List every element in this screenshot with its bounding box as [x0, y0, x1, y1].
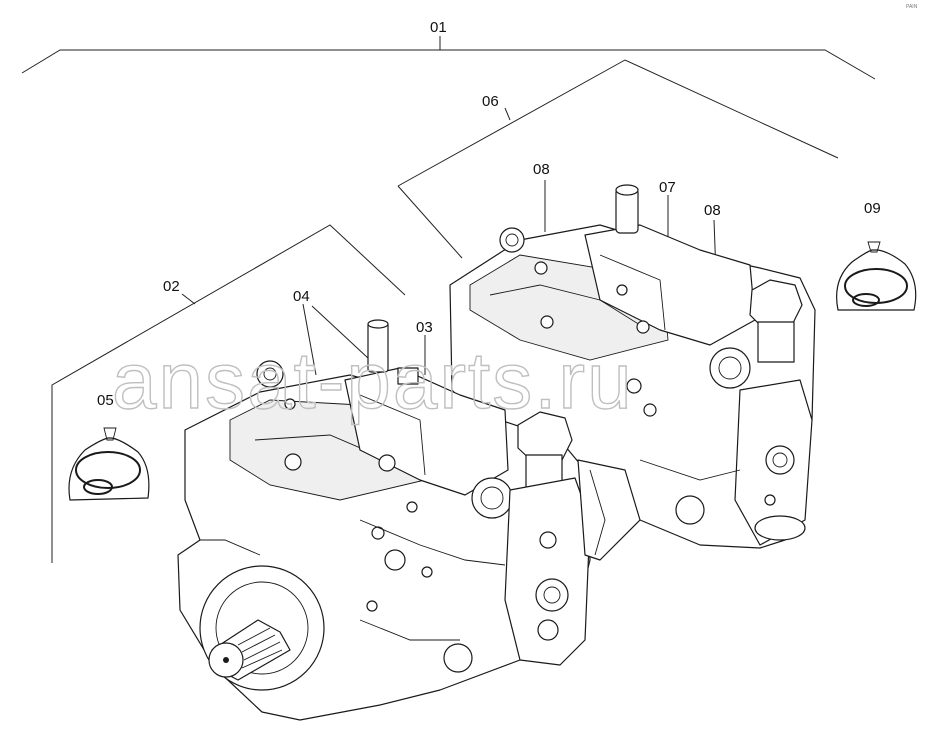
callout-09: 09 — [864, 200, 881, 217]
rear-port-plug-inner — [772, 452, 788, 468]
rear-hex-plug — [749, 279, 803, 331]
front-pump-assembly — [177, 319, 591, 721]
front-bolt-5 — [384, 549, 406, 571]
o-ring-05-large — [75, 451, 141, 489]
leader-06 — [504, 107, 511, 121]
front-hex-plug — [517, 411, 573, 465]
rear-bolt-1 — [534, 261, 548, 275]
rear-bolt-6 — [616, 284, 628, 296]
rear-cover-edge — [489, 284, 641, 326]
rear-bottom-boss — [754, 515, 806, 541]
watermark: ansat-parts.ru — [112, 336, 634, 425]
rear-port-plug — [765, 445, 795, 475]
front-bolt-6 — [406, 501, 418, 513]
bracket-06-tail — [397, 185, 463, 259]
callout-08a: 08 — [533, 161, 550, 178]
seal-kit-bag-05 — [68, 427, 150, 501]
rear-bolt-7 — [764, 494, 776, 506]
callout-01: 01 — [430, 19, 447, 36]
rear-valve-edge — [599, 254, 666, 331]
seal-kit-bag-09 — [836, 241, 917, 311]
front-bolt-3 — [284, 398, 296, 410]
front-flange-ring — [215, 581, 309, 675]
bag-05-top — [103, 427, 117, 441]
front-bolt-8 — [366, 600, 378, 612]
rear-lower-plug — [675, 495, 705, 525]
rear-housing-line — [639, 459, 741, 481]
front-housing-line-1 — [200, 539, 261, 556]
bag-09-top — [867, 241, 881, 253]
callout-labels: 01 02 03 04 05 06 07 08 08 09 — [97, 19, 881, 409]
callout-05: 05 — [97, 392, 114, 409]
front-port-plug-inner — [543, 586, 561, 604]
front-bolt-4 — [371, 526, 385, 540]
front-housing-line-2 — [359, 519, 506, 566]
front-connector — [397, 367, 419, 385]
drive-shaft-splines — [237, 627, 283, 669]
rear-solenoid-coil — [709, 347, 751, 389]
front-housing-line-3 — [359, 619, 460, 641]
leader-02 — [181, 293, 196, 305]
rear-bolt-2 — [540, 315, 554, 329]
callout-03: 03 — [416, 319, 433, 336]
front-solenoid-coil-inner — [480, 486, 504, 510]
drive-shaft-center — [223, 657, 229, 663]
front-bolt-2 — [378, 454, 396, 472]
corner-mark: PAIN — [906, 4, 918, 10]
front-port-bolt-top — [539, 531, 557, 549]
callout-06: 06 — [482, 93, 499, 110]
callout-07: 07 — [659, 179, 676, 196]
front-port-flange — [504, 477, 591, 666]
o-ring-09-small — [852, 293, 880, 307]
front-port-bolt — [537, 619, 559, 641]
rear-bolt-5 — [643, 403, 657, 417]
rear-bolt-4 — [626, 378, 642, 394]
bracket-02 — [51, 224, 406, 563]
rear-pump-assembly — [449, 184, 816, 549]
callout-02: 02 — [163, 278, 180, 295]
front-lower-plug — [443, 643, 473, 673]
callout-04: 04 — [293, 288, 310, 305]
o-ring-05-small — [83, 479, 113, 495]
rear-bolt-3 — [636, 320, 650, 334]
front-port-plug — [535, 578, 569, 612]
callout-08b: 08 — [704, 202, 721, 219]
front-bolt-1 — [284, 453, 302, 471]
rear-side-cap-left-inner — [505, 233, 519, 247]
bracket-06 — [397, 59, 839, 187]
rear-solenoid-cap — [615, 184, 639, 196]
bracket-01 — [21, 49, 876, 80]
bag-09-outline — [836, 249, 917, 311]
rear-plug-body — [757, 321, 795, 363]
front-side-cap — [256, 360, 284, 388]
front-solenoid-cap — [367, 319, 389, 329]
pump-coupling — [577, 459, 641, 561]
front-valve-edge — [359, 394, 426, 476]
front-bolt-7 — [421, 566, 433, 578]
front-side-cap-inner — [263, 367, 277, 381]
leader-04a — [302, 303, 317, 376]
rear-solenoid-coil-inner — [718, 356, 742, 380]
pump-coupling-edge — [589, 469, 606, 556]
front-solenoid-coil — [471, 477, 513, 519]
rear-side-cap-left — [499, 227, 525, 253]
